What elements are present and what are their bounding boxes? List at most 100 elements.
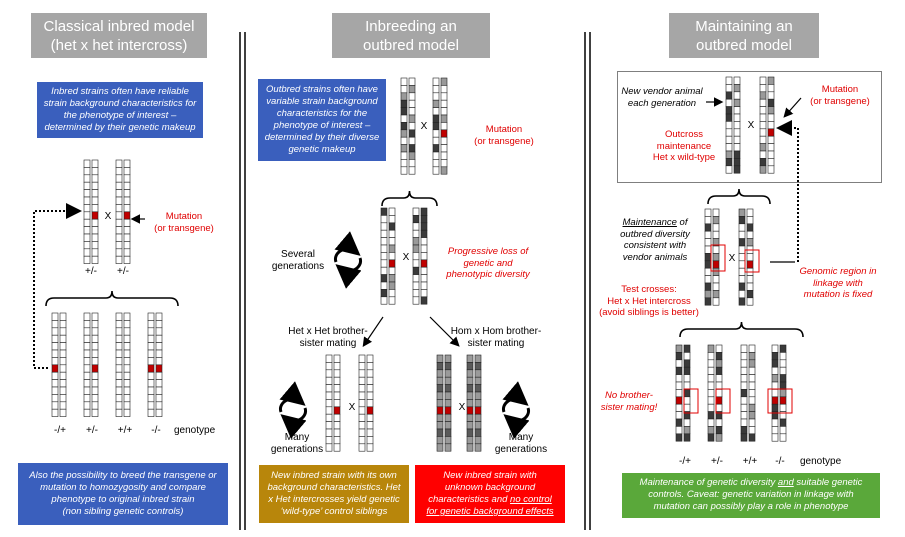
panel2-cycle-icon-right <box>501 381 531 439</box>
green-box-and: and <box>777 477 794 488</box>
panel1-parent-genotype-2: +/- <box>117 266 129 277</box>
panel3-vendor-2-a <box>759 76 767 174</box>
panel3-offspring-3-a <box>740 344 748 442</box>
panel3-maintained-2-b <box>746 208 754 306</box>
panel2-generation-2-a <box>412 207 420 305</box>
panel3-vendor-label: New vendor animal each generation <box>621 86 703 109</box>
panel3-vendor-2-b <box>767 76 775 174</box>
panel3-brace-bottom <box>679 321 804 338</box>
panel3-offspring-genotype-1: -/+ <box>679 456 691 467</box>
maintenance-word: Maintenance <box>622 217 677 228</box>
panel1-offspring-4-b <box>155 312 163 417</box>
panel1-offspring-genotype-3: +/+ <box>117 425 133 436</box>
panel2-hom-2-a <box>466 354 474 452</box>
panel1-mutation-label: Mutation (or transgene) <box>154 211 214 234</box>
panel2-cross-x: X <box>420 121 428 132</box>
panel2-brace <box>381 190 438 207</box>
panel2-gold-box: New inbred strain with its own backgroun… <box>259 465 409 523</box>
panel3-header: Maintaining an outbred model <box>669 13 819 58</box>
red-box-line-2: unknown background <box>444 482 536 493</box>
panel3-linkage-box-2 <box>744 249 760 273</box>
panel2-het-2-b <box>366 354 374 452</box>
panel3-no-brother: No brother- sister mating! <box>600 390 658 413</box>
panel2-many-generations-left: Many generations <box>270 432 324 455</box>
connector-layer <box>33 97 804 439</box>
panel1-offspring-brace <box>45 290 179 307</box>
panel1-bottom-box: Also the possibility to breed the transg… <box>18 463 228 525</box>
panel3-vendor-1-b <box>733 76 741 174</box>
panel2-cycle-icon-top <box>333 231 363 289</box>
panel2-outbred-1-a <box>400 77 408 175</box>
panel2-generation-1-a <box>380 207 388 305</box>
panel3-linkage-box-1 <box>710 244 726 272</box>
red-box-no-control: no control <box>510 494 552 505</box>
panel2-het-2-a <box>358 354 366 452</box>
panel3-cross-x: X <box>747 120 755 131</box>
panel2-hom-2-b <box>474 354 482 452</box>
panel1-cross-x: X <box>104 211 112 222</box>
panel3-offspring-box-4 <box>767 388 793 414</box>
panel3-vendor-frame <box>617 71 882 183</box>
red-box-line-3: characteristics and no control <box>428 494 552 506</box>
panel2-outbred-2-b <box>440 77 448 175</box>
panel3-test-crosses: Test crosses: Het x Het intercross (avoi… <box>599 284 699 318</box>
panel1-offspring-3-a <box>115 312 123 417</box>
panel1-offspring-genotype-2: +/- <box>86 425 98 436</box>
panel1-offspring-genotype-4: -/- <box>151 425 161 436</box>
panel1-offspring-4-a <box>147 312 155 417</box>
panel3-genotype-label: genotype <box>800 456 842 467</box>
panel3-maintenance-label: Maintenance of outbred diversity consist… <box>612 217 698 263</box>
panel1-offspring-2-b <box>91 312 99 417</box>
panel2-cross-x-4: X <box>458 402 466 413</box>
panel3-offspring-genotype-3: +/+ <box>742 456 758 467</box>
green-box-part-2: suitable genetic controls. Caveat: genet… <box>648 477 863 512</box>
panel3-mutation-arrow <box>783 97 802 118</box>
panel2-het-1-a <box>325 354 333 452</box>
panel1-recycle-arrow <box>33 203 82 369</box>
panel3-offspring-box-1 <box>683 388 699 414</box>
panel3-maintained-1-b <box>712 208 720 306</box>
red-box-line-1: New inbred strain with <box>443 470 537 481</box>
panel2-outbred-2-a <box>432 77 440 175</box>
panel2-het-mating: Het x Het brother- sister mating <box>288 326 368 349</box>
chromosome-layer <box>51 76 787 452</box>
panel3-mutation-label: Mutation (or transgene) <box>810 84 870 107</box>
panel3-brace-top <box>707 188 771 205</box>
panel3-offspring-genotype-2: +/- <box>711 456 723 467</box>
panel1-header: Classical inbred model (het x het interc… <box>31 13 207 58</box>
green-box-part-1: Maintenance of genetic diversity <box>639 477 778 488</box>
panel3-offspring-3-b <box>748 344 756 442</box>
panel1-offspring-1-a <box>51 312 59 417</box>
divider-left <box>239 32 246 530</box>
maintenance-rest: of outbred diversity consistent with ven… <box>620 217 690 263</box>
panel1-offspring-1-b <box>59 312 67 417</box>
panel2-progressive-loss: Progressive loss of genetic and phenotyp… <box>446 246 530 280</box>
panel1-genotype-label: genotype <box>174 425 216 436</box>
panel1-parent-2-b <box>123 159 131 264</box>
panel2-hom-1-b <box>444 354 452 452</box>
panel2-many-generations-right: Many generations <box>494 432 548 455</box>
panel2-arrow-het <box>362 316 384 347</box>
panel1-offspring-3-b <box>123 312 131 417</box>
panel3-offspring-2-a <box>707 344 715 442</box>
panel3-outcross-label: Outcross maintenance Het x wild-type <box>652 129 716 163</box>
panel3-recycle-arrow <box>776 120 799 262</box>
panel2-header: Inbreeding an outbred model <box>332 13 490 58</box>
panel1-parent-genotype-1: +/- <box>85 266 97 277</box>
panel2-outbred-1-b <box>408 77 416 175</box>
panel3-genomic-region: Genomic region in linkage with mutation … <box>799 266 877 300</box>
panel3-offspring-2-b <box>715 344 723 442</box>
panel3-offspring-4-b <box>779 344 787 442</box>
panel3-cross-x-2: X <box>728 253 736 264</box>
panel3-offspring-genotype-4: -/- <box>775 456 785 467</box>
panel2-cycle-icon-left <box>278 381 308 439</box>
panel1-parent-2-a <box>115 159 123 264</box>
divider-right <box>584 32 591 530</box>
panel3-offspring-1-b <box>683 344 691 442</box>
panel2-cross-x-3: X <box>348 402 356 413</box>
panel2-cross-x-2: X <box>402 252 410 263</box>
panel1-offspring-2-a <box>83 312 91 417</box>
panel2-arrow-hom <box>429 316 460 347</box>
panel3-offspring-box-2 <box>715 388 731 414</box>
